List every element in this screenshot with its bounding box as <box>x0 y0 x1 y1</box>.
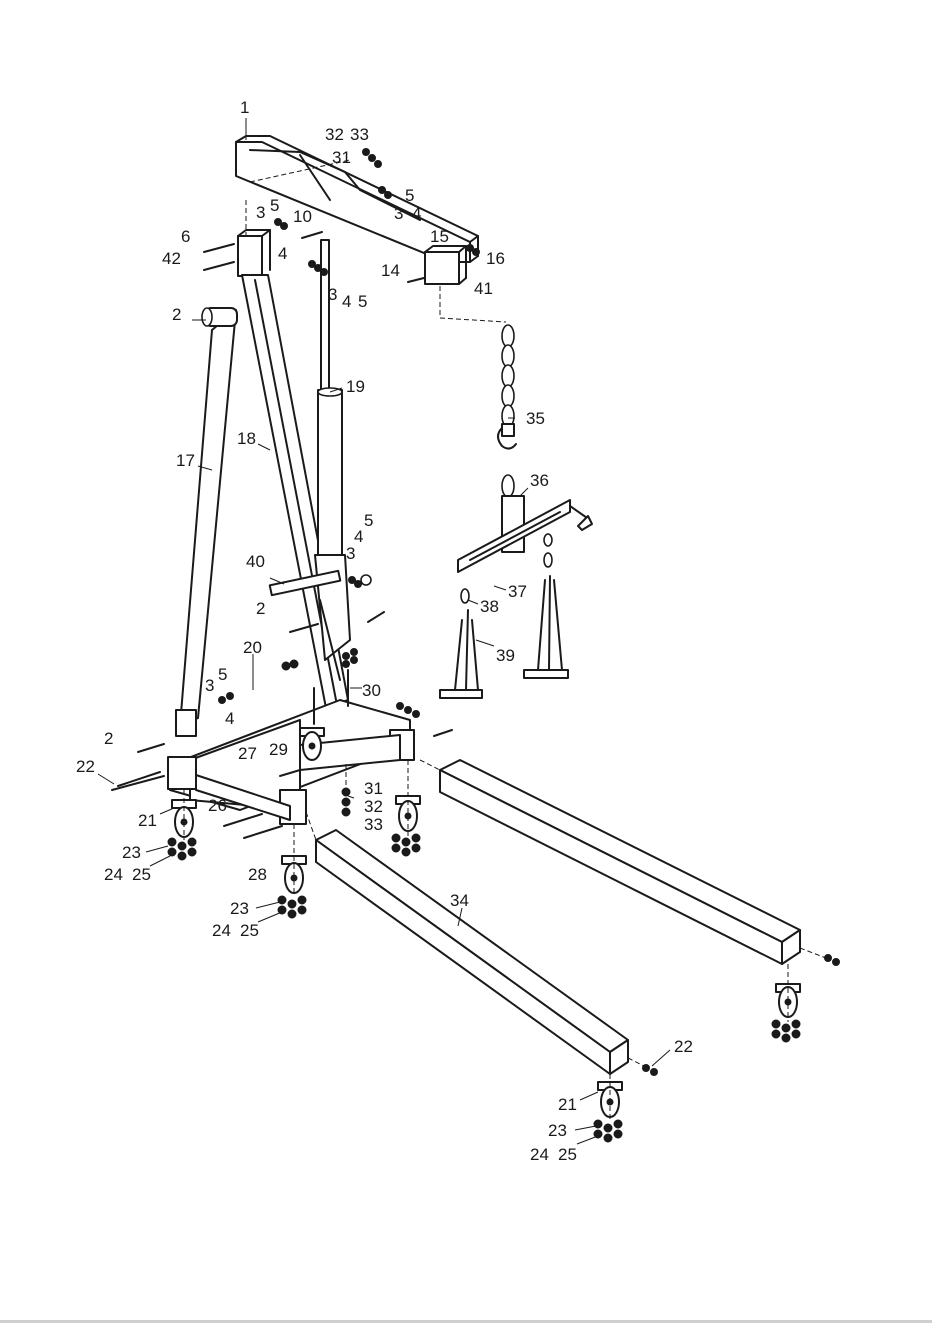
callout-23: 23 <box>122 843 141 862</box>
callout-5: 5 <box>405 186 414 205</box>
callout-4: 4 <box>412 204 421 223</box>
callout-23: 23 <box>230 899 249 918</box>
callout-5: 5 <box>218 665 227 684</box>
callout-16: 16 <box>486 249 505 268</box>
callout-10: 10 <box>293 207 312 226</box>
chain-35 <box>498 325 516 449</box>
callout-3: 3 <box>394 204 403 223</box>
mast <box>238 230 270 276</box>
callout-24: 24 <box>104 865 123 884</box>
callout-5: 5 <box>270 196 279 215</box>
callout-22: 22 <box>674 1037 693 1056</box>
callout-6: 6 <box>181 227 190 246</box>
callout-5: 5 <box>358 292 367 311</box>
callout-39: 39 <box>496 646 515 665</box>
callout-3: 3 <box>346 544 355 563</box>
callout-36: 36 <box>530 471 549 490</box>
callout-18: 18 <box>237 429 256 448</box>
callout-1: 1 <box>240 98 249 117</box>
callout-2: 2 <box>172 305 181 324</box>
callout-32: 32 <box>325 125 344 144</box>
callout-3: 3 <box>328 285 337 304</box>
leg-34 <box>316 830 628 1074</box>
callout-14: 14 <box>381 261 400 280</box>
callout-25: 25 <box>558 1145 577 1164</box>
callout-2: 2 <box>256 599 265 618</box>
callout-40: 40 <box>246 552 265 571</box>
pin-2-top <box>202 308 237 326</box>
callout-21: 21 <box>558 1095 577 1114</box>
callout-35: 35 <box>526 409 545 428</box>
callout-2: 2 <box>104 729 113 748</box>
callout-25: 25 <box>240 921 259 940</box>
callout-3: 3 <box>256 203 265 222</box>
callout-5: 5 <box>364 511 373 530</box>
chain-39-left <box>440 589 482 698</box>
callout-42: 42 <box>162 249 181 268</box>
callout-24: 24 <box>530 1145 549 1164</box>
leg-rear <box>440 760 800 964</box>
callout-4: 4 <box>342 292 351 311</box>
callout-29: 29 <box>269 740 288 759</box>
callout-37: 37 <box>508 582 527 601</box>
load-leveller <box>458 475 592 572</box>
callout-3: 3 <box>205 676 214 695</box>
callout-38: 38 <box>480 597 499 616</box>
callout-19: 19 <box>346 377 365 396</box>
callout-labels: 1 2 2 2 3 3 3 3 3 4 4 4 4 4 5 5 5 5 5 6 … <box>76 98 693 1164</box>
callout-22: 22 <box>76 757 95 776</box>
callout-26: 26 <box>208 796 227 815</box>
callout-27: 27 <box>238 744 257 763</box>
callout-33: 33 <box>364 815 383 834</box>
callout-25: 25 <box>132 865 151 884</box>
callout-24: 24 <box>212 921 231 940</box>
callout-41: 41 <box>474 279 493 298</box>
callout-21: 21 <box>138 811 157 830</box>
callout-4: 4 <box>278 244 287 263</box>
callout-15: 15 <box>430 227 449 246</box>
callout-31: 31 <box>332 148 351 167</box>
callout-20: 20 <box>243 638 262 657</box>
callout-32: 32 <box>364 797 383 816</box>
callout-33: 33 <box>350 125 369 144</box>
callout-17: 17 <box>176 451 195 470</box>
callout-31: 31 <box>364 779 383 798</box>
callout-30: 30 <box>362 681 381 700</box>
callout-23: 23 <box>548 1121 567 1140</box>
callout-34: 34 <box>450 891 469 910</box>
callout-4: 4 <box>354 527 363 546</box>
chain-39-right <box>524 553 568 678</box>
callout-4: 4 <box>225 709 234 728</box>
callout-28: 28 <box>248 865 267 884</box>
